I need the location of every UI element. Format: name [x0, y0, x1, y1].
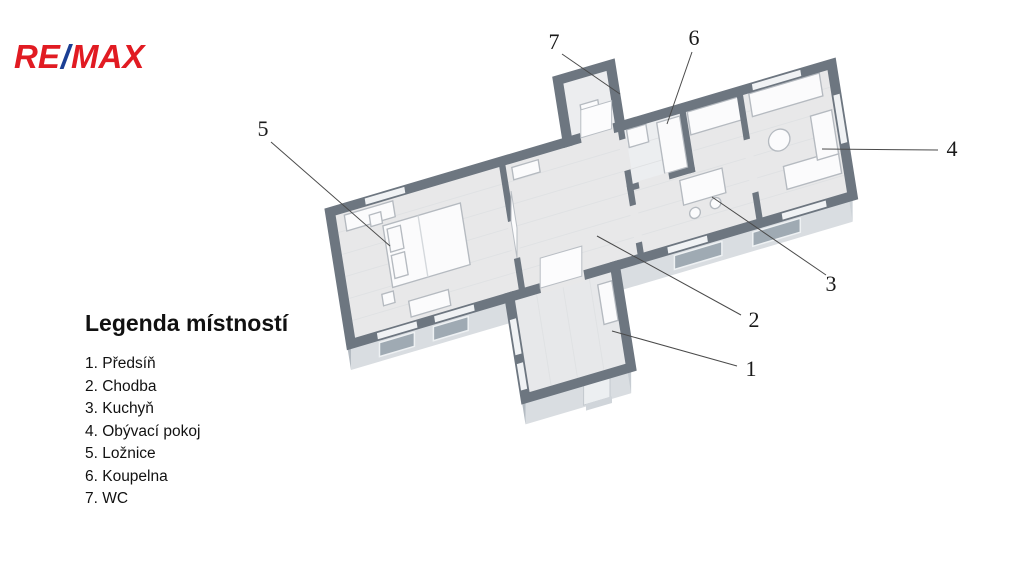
logo-slash: / — [60, 38, 71, 75]
wall-windows — [364, 69, 848, 391]
legend-title: Legenda místností — [85, 310, 289, 336]
entry-wardrobe — [596, 279, 619, 326]
door-entry — [539, 245, 583, 289]
entry-step — [586, 396, 612, 411]
doors — [510, 100, 613, 289]
legend-item: 4. Obývací pokoj — [85, 422, 201, 440]
leader-line-1 — [611, 330, 738, 367]
kitchen-island — [678, 167, 727, 207]
stool — [688, 206, 702, 220]
legend-item: 1. Předsíň — [85, 355, 156, 372]
callout-number-4: 4 — [947, 136, 958, 161]
legend-item: 3. Kuchyň — [85, 400, 154, 417]
callout-number-2: 2 — [749, 307, 760, 332]
logo-re: RE — [14, 38, 60, 75]
legend-item: 5. Ložnice — [85, 445, 156, 462]
walls — [324, 57, 859, 405]
dresser — [407, 288, 452, 318]
leader-line-5 — [270, 141, 391, 247]
legend-item: 7. WC — [85, 490, 129, 507]
leader-line-2 — [596, 235, 742, 316]
sofa — [782, 149, 843, 191]
callout-number-7: 7 — [549, 29, 560, 54]
pillow — [386, 224, 405, 253]
leader-line-3 — [711, 196, 827, 276]
callout-number-6: 6 — [689, 25, 700, 50]
callout-number-5: 5 — [258, 116, 269, 141]
washbasin — [625, 123, 650, 149]
closet — [748, 72, 824, 118]
window-icon — [378, 331, 416, 358]
window-icon — [432, 315, 469, 342]
pillow — [390, 250, 409, 280]
callout-number-1: 1 — [746, 356, 757, 381]
shoe-cabinet — [511, 158, 541, 181]
door-wc — [580, 100, 613, 139]
legend-item: 2. Chodba — [85, 377, 157, 395]
stool — [709, 196, 722, 210]
nightstand — [368, 210, 384, 228]
leader-line-7 — [561, 53, 621, 95]
coffee-table — [767, 128, 791, 152]
leader-line-4 — [821, 148, 939, 151]
callout-number-3: 3 — [826, 271, 837, 296]
sofa-chaise — [809, 109, 840, 161]
leader-line-6 — [666, 51, 693, 125]
logo-max: MAX — [71, 38, 145, 75]
legend-list: 1. Předsíň 2. Chodba 3. Kuchyň 4. Obývac… — [85, 353, 288, 511]
room-legend: Legenda místností 1. Předsíň 2. Chodba 3… — [85, 310, 288, 511]
nightstand — [381, 290, 396, 307]
window-icon — [673, 240, 723, 271]
legend-item: 6. Koupelna — [85, 467, 168, 485]
window-icon — [752, 217, 802, 248]
callouts: 1 2 3 4 5 6 7 — [258, 25, 958, 381]
remax-logo: RE/MAX — [14, 38, 144, 76]
door-bedroom — [510, 191, 518, 259]
furniture — [343, 72, 843, 326]
